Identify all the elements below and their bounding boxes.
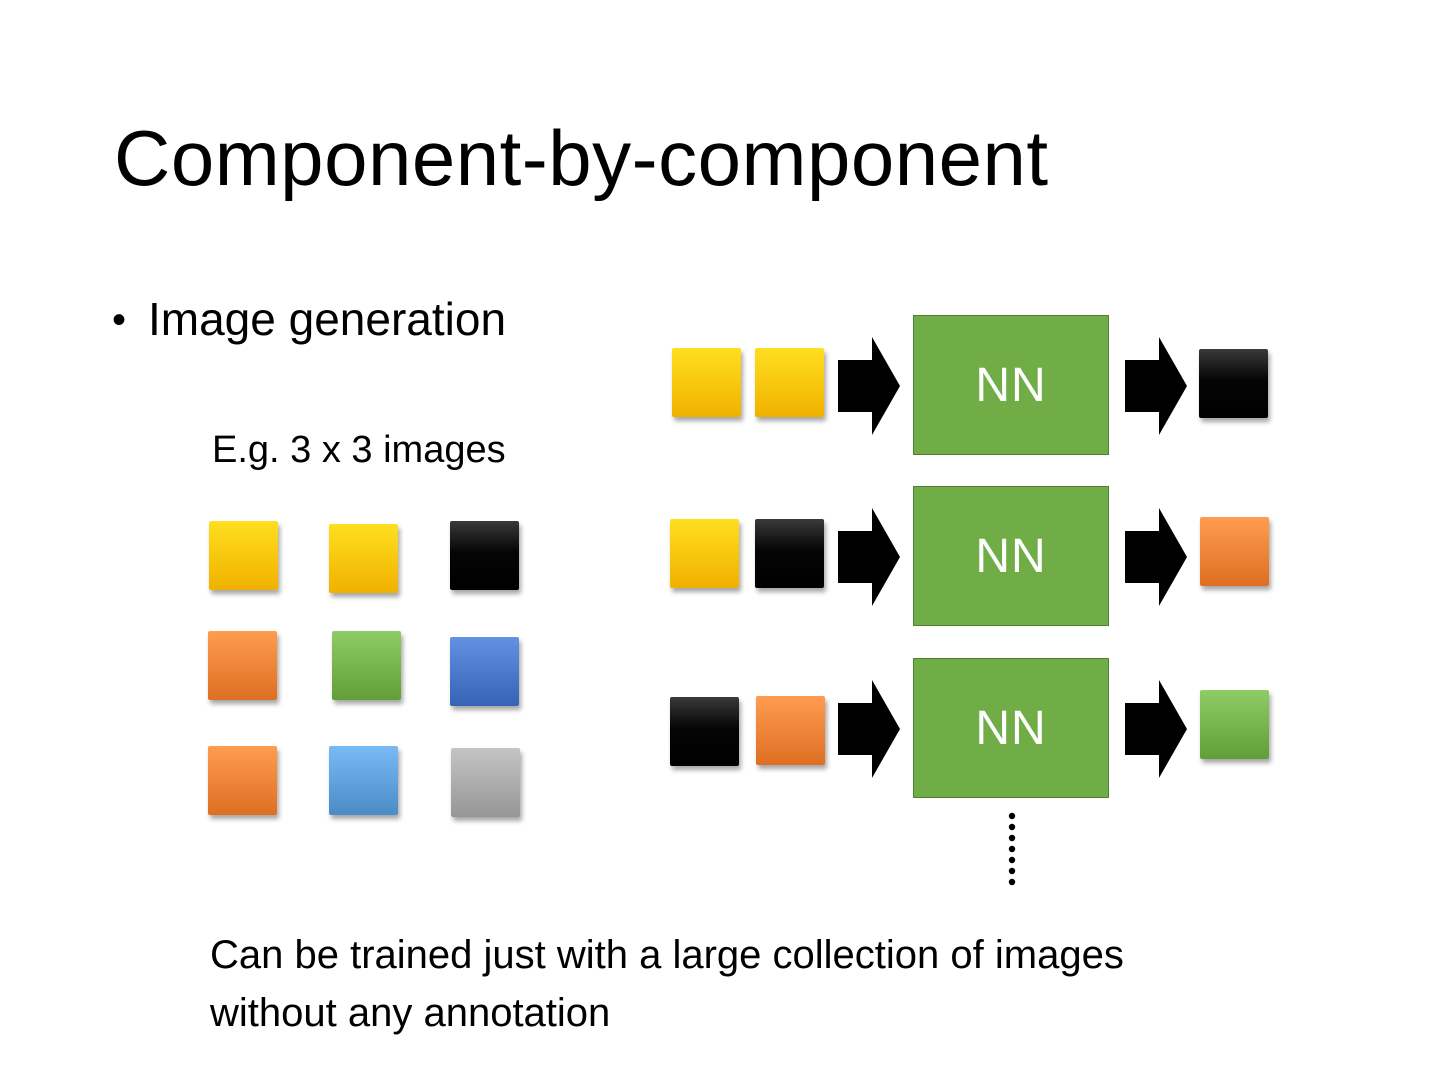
grid-cell-3-1 (208, 746, 277, 815)
bullet-text: Image generation (148, 293, 507, 345)
grid-cell-1-3 (450, 521, 519, 590)
grid-cell-1-1 (209, 521, 278, 590)
row-2-output (1200, 517, 1269, 586)
slide-title: Component-by-component (114, 114, 1049, 202)
example-label: E.g. 3 x 3 images (212, 429, 506, 471)
arrow-right-icon (838, 680, 900, 778)
nn-box-2: NN (913, 486, 1109, 626)
arrow-right-icon (838, 337, 900, 435)
nn-box-3: NN (913, 658, 1109, 798)
footnote-line-2: without any annotation (210, 991, 611, 1035)
grid-cell-2-3 (450, 637, 519, 706)
bullet-image-generation: • Image generation (112, 292, 506, 347)
bullet-icon: • (112, 297, 127, 342)
grid-cell-3-3 (451, 748, 520, 817)
footnote: Can be trained just with a large collect… (210, 926, 1310, 1042)
nn-box-1: NN (913, 315, 1109, 455)
footnote-line-1: Can be trained just with a large collect… (210, 933, 1124, 977)
arrow-right-icon (838, 508, 900, 606)
row-1-input-2 (755, 348, 824, 417)
row-3-output (1200, 690, 1269, 759)
row-1-input-1 (672, 348, 741, 417)
grid-cell-2-2 (332, 631, 401, 700)
row-2-input-2 (755, 519, 824, 588)
arrow-right-icon (1125, 337, 1187, 435)
row-2-input-1 (670, 519, 739, 588)
vertical-ellipsis-icon (1008, 812, 1016, 886)
arrow-right-icon (1125, 508, 1187, 606)
row-3-input-2 (756, 696, 825, 765)
row-1-output (1199, 349, 1268, 418)
row-3-input-1 (670, 697, 739, 766)
grid-cell-2-1 (208, 631, 277, 700)
grid-cell-1-2 (329, 524, 398, 593)
grid-cell-3-2 (329, 746, 398, 815)
arrow-right-icon (1125, 680, 1187, 778)
